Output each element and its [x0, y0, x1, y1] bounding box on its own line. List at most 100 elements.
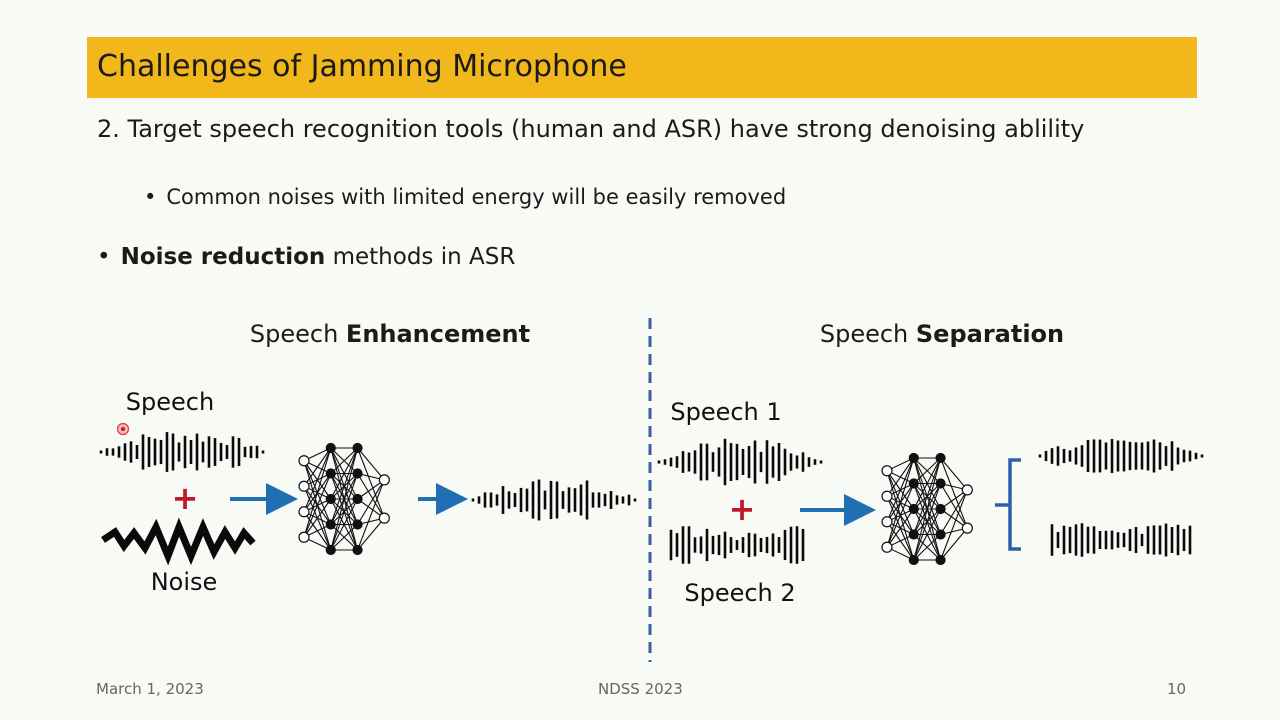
- network-node: [325, 468, 336, 479]
- separated-waveform-2: [1050, 523, 1192, 557]
- network-node: [352, 519, 363, 530]
- main-point: 2. Target speech recognition tools (huma…: [97, 115, 1085, 143]
- network-edge: [330, 447, 358, 474]
- bullet-rest-text: methods in ASR: [325, 244, 516, 270]
- network-node: [298, 531, 310, 543]
- network-node: [352, 442, 363, 454]
- network-edge: [357, 479, 385, 551]
- network-edge: [913, 508, 942, 561]
- network-node: [908, 503, 919, 515]
- network-node: [881, 490, 893, 502]
- network-node: [961, 522, 973, 534]
- network-node: [325, 442, 336, 454]
- network-edge: [330, 447, 359, 525]
- speech1-label: Speech 1: [670, 398, 781, 426]
- bullet-dot-icon: •: [144, 185, 157, 209]
- network-node: [325, 544, 336, 556]
- network-node: [325, 519, 336, 530]
- footer-date: March 1, 2023: [96, 680, 204, 698]
- speech2-waveform: [669, 526, 805, 564]
- network-edge: [303, 447, 332, 487]
- network-edge: [886, 457, 915, 548]
- network-edge: [357, 447, 385, 481]
- speech2-label: Speech 2: [684, 579, 795, 607]
- separation-heading: Speech Separation: [820, 320, 1064, 348]
- bullet-dot-icon: •: [97, 244, 111, 270]
- network-node: [935, 503, 946, 515]
- network-edge: [886, 508, 915, 548]
- network-node: [881, 516, 893, 528]
- network-edge: [886, 483, 915, 548]
- network-node: [352, 544, 363, 556]
- network-node: [298, 506, 310, 518]
- network-edge: [303, 473, 332, 538]
- network-edge: [330, 447, 359, 500]
- network-edge: [330, 498, 359, 551]
- network-edge: [913, 457, 941, 484]
- network-edge: [357, 447, 385, 519]
- network-node: [881, 465, 893, 477]
- network-edge: [303, 498, 332, 538]
- network-edge: [357, 479, 385, 525]
- network-node: [881, 541, 893, 553]
- sub-bullet-text: Common noises with limited energy will b…: [166, 185, 787, 209]
- network-node: [908, 554, 919, 566]
- network-node: [908, 529, 919, 540]
- network-edge: [357, 473, 385, 519]
- sub-bullet: • Common noises with limited energy will …: [144, 185, 786, 209]
- title-bar: Challenges of Jamming Microphone: [87, 37, 1197, 98]
- enhancement-heading: Speech Enhancement: [250, 320, 530, 348]
- network-edge: [940, 527, 968, 561]
- bullet-bold-text: Noise reduction: [120, 244, 326, 270]
- network-node: [908, 452, 919, 464]
- network-node: [298, 480, 310, 492]
- network-node: [325, 493, 336, 505]
- slide-title: Challenges of Jamming Microphone: [97, 49, 627, 84]
- network-edge: [357, 517, 385, 551]
- footer-page-number: 10: [1167, 680, 1187, 698]
- network-node: [961, 484, 973, 496]
- network-edge: [303, 447, 332, 512]
- output-bracket: [995, 458, 1021, 551]
- network-node: [352, 468, 363, 479]
- separated-waveform-1: [1038, 439, 1204, 473]
- speech1-waveform: [657, 438, 823, 486]
- speech-label: Speech: [126, 388, 214, 416]
- speech-waveform: [99, 432, 265, 472]
- network-edge: [330, 473, 359, 551]
- network-node: [298, 455, 310, 467]
- network-edge: [940, 457, 968, 491]
- network-edge: [886, 457, 915, 497]
- network-edge: [330, 524, 358, 551]
- neural-network-icon: [881, 452, 973, 566]
- noise-label: Noise: [151, 568, 218, 596]
- noise-reduction-bullet: • Noise reduction methods in ASR: [97, 244, 515, 270]
- plus-icon: +: [172, 479, 199, 517]
- network-edge: [940, 457, 968, 529]
- network-edge: [940, 483, 968, 529]
- network-node: [378, 512, 390, 524]
- network-node: [908, 478, 919, 489]
- network-edge: [330, 447, 359, 551]
- network-node: [352, 493, 363, 505]
- network-node: [935, 554, 946, 566]
- network-edge: [913, 457, 942, 561]
- network-edge: [913, 457, 942, 510]
- noise-zigzag-icon: [101, 517, 256, 566]
- network-node: [378, 474, 390, 486]
- plus-icon: +: [729, 490, 756, 528]
- network-node: [935, 478, 946, 489]
- network-edge: [913, 457, 942, 535]
- footer-venue: NDSS 2023: [598, 680, 683, 698]
- network-edge: [940, 489, 968, 535]
- enhanced-waveform: [471, 479, 637, 521]
- network-node: [935, 452, 946, 464]
- network-edge: [940, 489, 968, 561]
- network-node: [935, 529, 946, 540]
- network-edge: [303, 447, 332, 538]
- neural-network-icon: [298, 442, 390, 556]
- network-edge: [886, 457, 915, 522]
- network-edge: [913, 483, 942, 561]
- network-edge: [913, 534, 941, 561]
